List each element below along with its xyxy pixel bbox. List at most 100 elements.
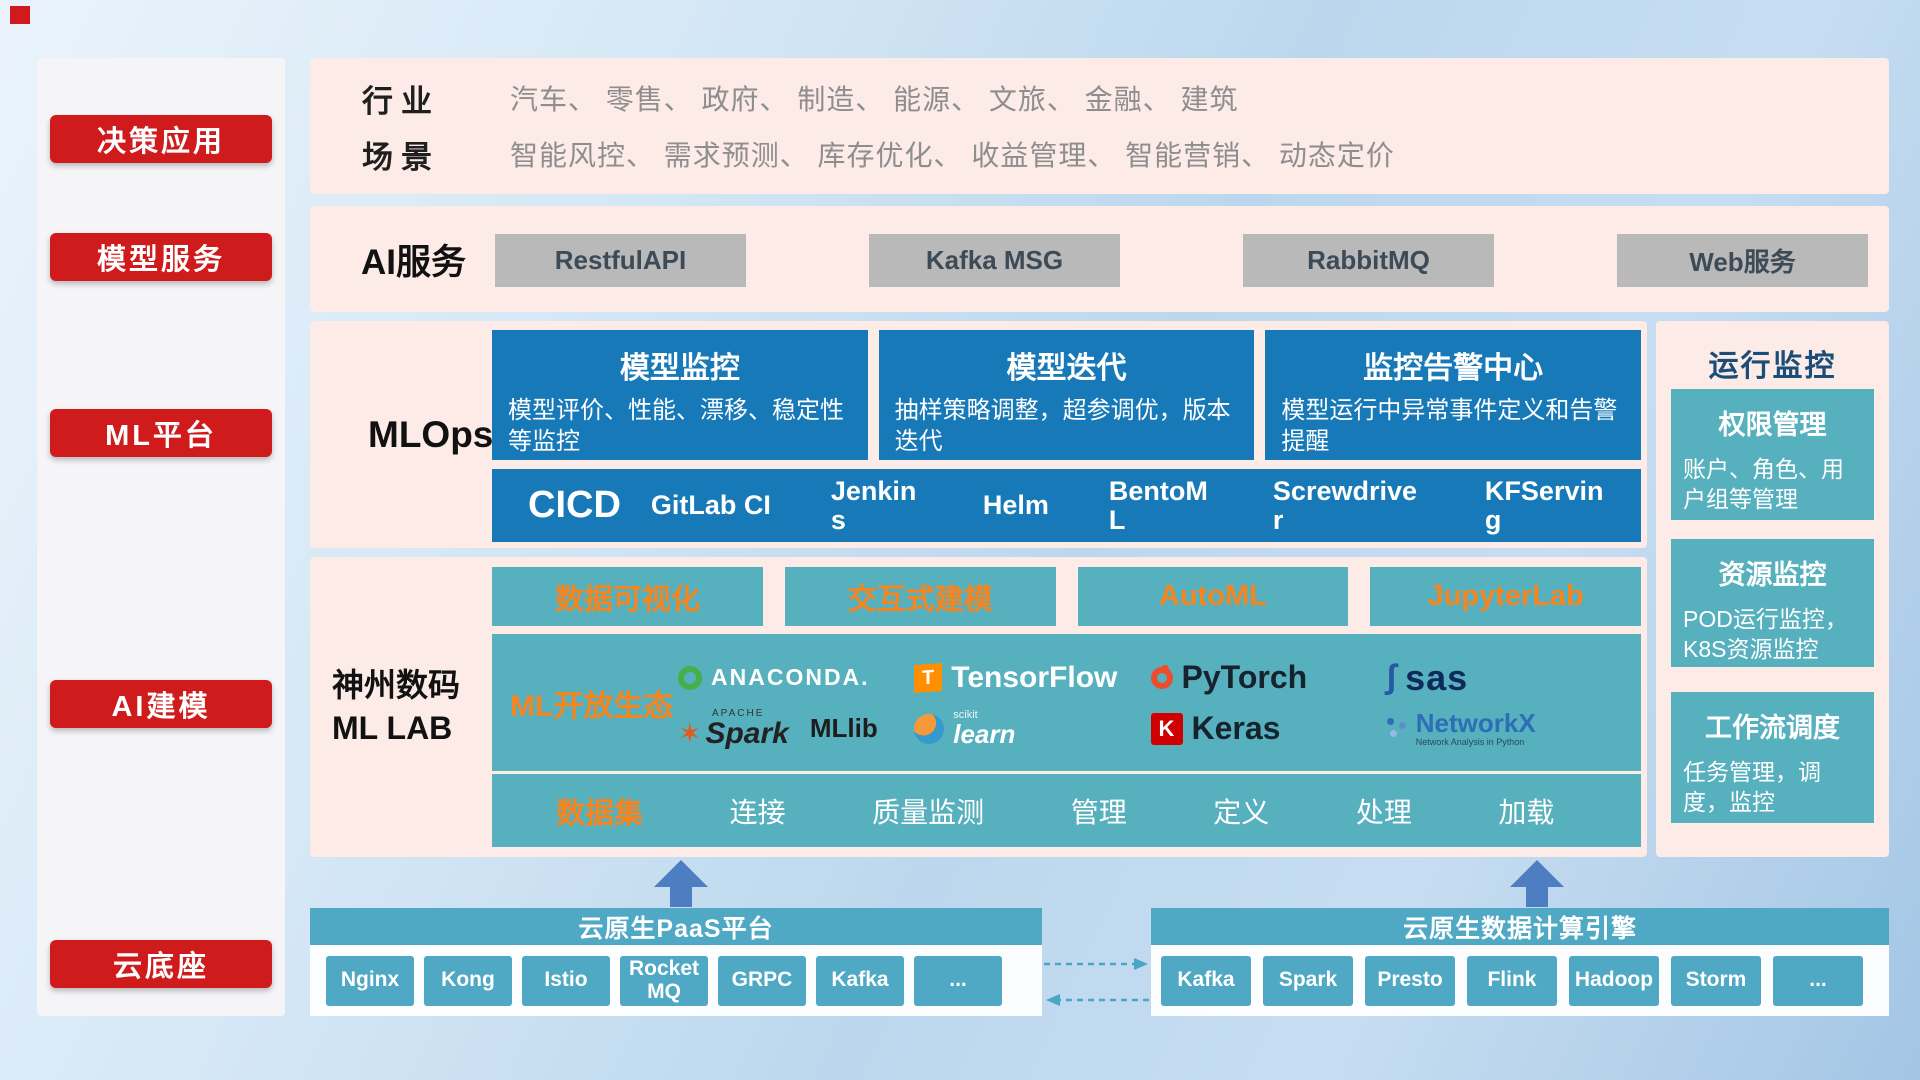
grpc-button[interactable]: GRPC	[718, 955, 806, 1006]
scenario-values: 智能风控、 需求预测、 库存优化、 收益管理、 智能营销、 动态定价	[510, 140, 1395, 171]
networkx-text: NetworkX	[1415, 708, 1536, 739]
tensorflow-icon: T	[914, 662, 943, 693]
keras-logo: K Keras	[1150, 710, 1387, 747]
sas-text: sas	[1405, 656, 1469, 698]
dataset-items: 连接 质量监测 管理 定义 处理 加载	[643, 791, 1641, 831]
up-arrow-paas	[654, 860, 708, 907]
paas-more-button[interactable]: ...	[914, 955, 1002, 1006]
dataset-item-connect: 连接	[729, 796, 786, 828]
sidebar-item-ml-platform[interactable]: ML平台	[50, 409, 272, 457]
data-visualization-button[interactable]: 数据可视化	[492, 567, 763, 626]
istio-button[interactable]: Istio	[522, 955, 610, 1006]
ecosystem-logos: ANACONDA. T TensorFlow PyTorch ∫ sas APA…	[678, 657, 1623, 749]
runtime-monitoring-title: 运行监控	[1708, 350, 1837, 383]
rocketmq-button[interactable]: RocketMQ	[620, 955, 708, 1006]
cicd-bar: CICD GitLab CI Jenkins Helm BentoML Scre…	[492, 469, 1641, 542]
dataset-bar: 数据集 连接 质量监测 管理 定义 处理 加载	[492, 774, 1641, 847]
mlops-panel: MLOps 模型监控 模型评价、性能、漂移、稳定性等监控 模型迭代 抽样策略调整…	[310, 321, 1647, 548]
automl-button[interactable]: AutoML	[1077, 567, 1349, 626]
dataset-item-quality: 质量监测	[872, 796, 985, 828]
scenario-line: 场景 智能风控、 需求预测、 库存优化、 收益管理、 智能营销、 动态定价	[362, 132, 1395, 176]
keras-icon: K	[1150, 712, 1183, 745]
up-arrow-engine	[1510, 860, 1564, 907]
jenkins-label: Jenkins	[830, 476, 917, 535]
mlops-label: MLOps	[368, 413, 494, 455]
kafka-msg-button[interactable]: Kafka MSG	[869, 234, 1120, 287]
alert-center-card: 监控告警中心 模型运行中异常事件定义和告警提醒	[1265, 330, 1642, 460]
ai-service-label: AI服务	[361, 242, 467, 282]
paas-platform-strip: Nginx Kong Istio RocketMQ GRPC Kafka ...	[310, 945, 1042, 1016]
anaconda-text: ANACONDA.	[711, 664, 870, 690]
permission-management-desc: 账户、角色、用户组等管理	[1683, 456, 1844, 513]
mlops-cards: 模型监控 模型评价、性能、漂移、稳定性等监控 模型迭代 抽样策略调整，超参调优，…	[492, 330, 1642, 460]
cicd-label: CICD	[528, 484, 621, 526]
industry-label: 行业	[362, 83, 440, 119]
apache-text: APACHE	[712, 707, 765, 719]
engine-flink-button[interactable]: Flink	[1467, 955, 1557, 1006]
model-iteration-card: 模型迭代 抽样策略调整，超参调优，版本迭代	[878, 330, 1255, 460]
model-monitoring-card: 模型监控 模型评价、性能、漂移、稳定性等监控	[492, 330, 868, 460]
dataset-item-manage: 管理	[1070, 796, 1127, 828]
engine-presto-button[interactable]: Presto	[1365, 955, 1455, 1006]
pytorch-logo: PyTorch	[1150, 659, 1387, 696]
resource-monitoring-title: 资源监控	[1718, 560, 1827, 590]
engine-more-button[interactable]: ...	[1773, 955, 1863, 1006]
anaconda-icon	[678, 665, 702, 690]
networkx-icon	[1386, 718, 1407, 738]
kong-button[interactable]: Kong	[424, 955, 512, 1006]
web-service-button[interactable]: Web服务	[1617, 234, 1868, 287]
model-iteration-desc: 抽样策略调整，超参调优，版本迭代	[894, 397, 1231, 455]
spark-mllib-logo: APACHE ✶ Spark MLlib	[678, 707, 914, 750]
interactive-modeling-button[interactable]: 交互式建模	[784, 567, 1056, 626]
sidebar-item-decision-app[interactable]: 决策应用	[50, 115, 272, 163]
kafka-button[interactable]: Kafka	[816, 955, 904, 1006]
sas-icon: ∫	[1386, 658, 1397, 696]
gitlab-ci-label: GitLab CI	[650, 490, 771, 521]
anaconda-logo: ANACONDA.	[678, 664, 914, 691]
sidebar-item-ai-modeling[interactable]: AI建模	[50, 680, 272, 728]
restfulapi-button[interactable]: RestfulAPI	[495, 234, 746, 287]
spark-text: Spark	[705, 716, 789, 750]
sas-logo: ∫ sas	[1387, 657, 1623, 699]
engine-hadoop-button[interactable]: Hadoop	[1569, 955, 1659, 1006]
alert-center-title: 监控告警中心	[1363, 352, 1544, 385]
engine-storm-button[interactable]: Storm	[1671, 955, 1761, 1006]
left-sidebar: 决策应用 模型服务 ML平台 AI建模 云底座	[37, 58, 285, 1016]
industry-line: 行业 汽车、 零售、 政府、 制造、 能源、 文旅、 金融、 建筑	[362, 76, 1238, 120]
corner-accent	[10, 6, 30, 24]
permission-management-card: 权限管理 账户、角色、用户组等管理	[1671, 389, 1874, 520]
mllab-features: 数据可视化 交互式建模 AutoML JupyterLab	[492, 567, 1641, 626]
dataset-item-process: 处理	[1355, 796, 1412, 828]
sidebar-item-model-service[interactable]: 模型服务	[50, 233, 272, 281]
runtime-monitoring-panel: 运行监控 权限管理 账户、角色、用户组等管理 资源监控 POD运行监控，K8S资…	[1656, 321, 1889, 857]
dashed-connector-arrows	[1044, 958, 1149, 1006]
ai-service-buttons: RestfulAPI Kafka MSG RabbitMQ Web服务	[495, 234, 1868, 287]
dataset-item-define: 定义	[1213, 796, 1270, 828]
industry-panel: 行业 汽车、 零售、 政府、 制造、 能源、 文旅、 金融、 建筑 场景 智能风…	[310, 58, 1889, 194]
dataset-item-load: 加载	[1498, 796, 1555, 828]
jupyterlab-button[interactable]: JupyterLab	[1370, 567, 1641, 626]
mllab-label-line2: ML LAB	[332, 710, 453, 746]
scikit-small-text: scikit	[953, 709, 978, 721]
resource-monitoring-card: 资源监控 POD运行监控，K8S资源监控	[1671, 539, 1874, 667]
screwdriver-label: Screwdriver	[1272, 476, 1418, 535]
ai-service-panel: AI服务 RestfulAPI Kafka MSG RabbitMQ Web服务	[310, 206, 1889, 312]
data-engine-strip: Kafka Spark Presto Flink Hadoop Storm ..…	[1151, 945, 1889, 1016]
nginx-button[interactable]: Nginx	[326, 955, 414, 1006]
mllab-panel: 神州数码 ML LAB 数据可视化 交互式建模 AutoML JupyterLa…	[310, 557, 1647, 857]
helm-label: Helm	[982, 490, 1049, 521]
ml-ecosystem-box: ML开放生态 ANACONDA. T TensorFlow PyTorch ∫ …	[492, 634, 1641, 771]
engine-kafka-button[interactable]: Kafka	[1161, 955, 1251, 1006]
model-monitoring-desc: 模型评价、性能、漂移、稳定性等监控	[508, 397, 844, 455]
keras-text: Keras	[1191, 710, 1281, 746]
industry-values: 汽车、 零售、 政府、 制造、 能源、 文旅、 金融、 建筑	[510, 84, 1239, 115]
scikit-learn-text: learn	[953, 719, 1016, 749]
engine-spark-button[interactable]: Spark	[1263, 955, 1353, 1006]
pytorch-icon	[1150, 664, 1173, 689]
networkx-subtitle: Network Analysis in Python	[1415, 736, 1525, 747]
rabbitmq-button[interactable]: RabbitMQ	[1243, 234, 1494, 287]
scenario-label: 场景	[362, 139, 440, 175]
sidebar-item-cloud-base[interactable]: 云底座	[50, 940, 272, 988]
mllib-text: MLlib	[809, 713, 878, 743]
alert-center-desc: 模型运行中异常事件定义和告警提醒	[1281, 397, 1618, 455]
